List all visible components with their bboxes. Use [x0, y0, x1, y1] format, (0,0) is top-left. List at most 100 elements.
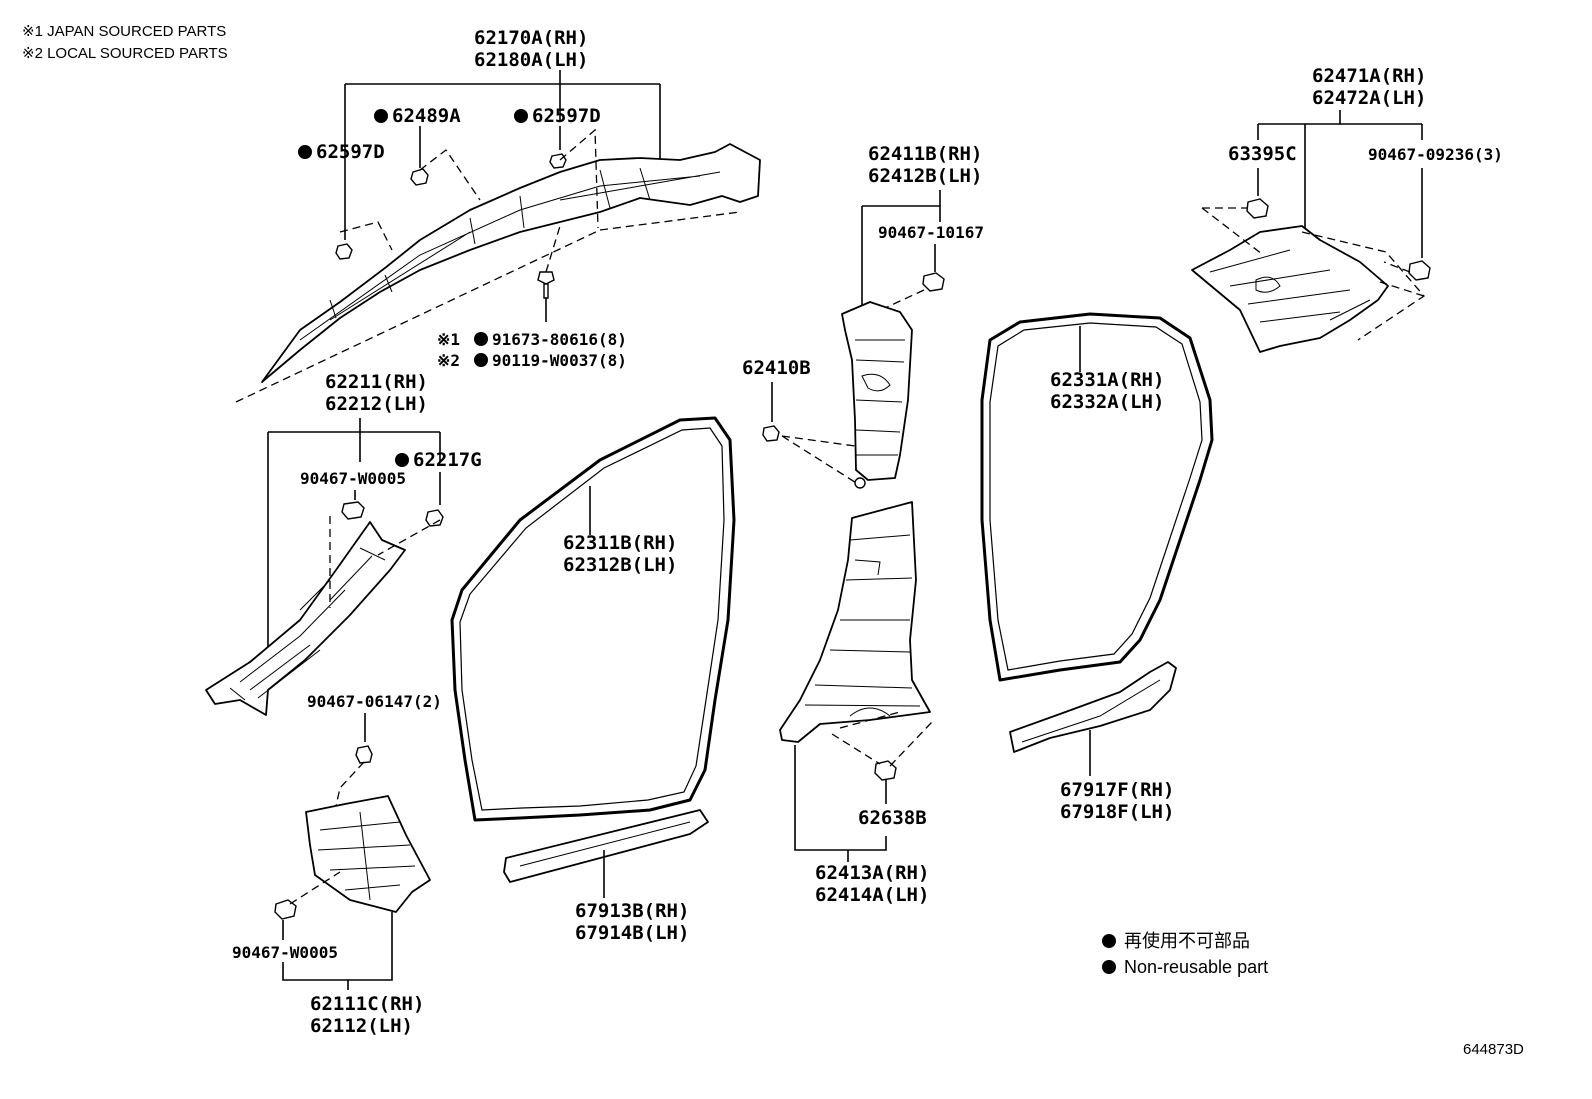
label-clip-62410b[interactable]: 62410B — [742, 357, 811, 379]
clip-62489a-icon — [410, 168, 429, 186]
label-rear-scuff-rh[interactable]: 67917F(RH) — [1060, 779, 1174, 801]
note-japan-sourced: ※1 JAPAN SOURCED PARTS — [22, 23, 226, 40]
b-pillar-upper-group: 62411B(RH) 62412B(LH) 90467-10167 62410B — [742, 143, 984, 489]
rear-scuff-group: 67917F(RH) 67918F(LH) — [1009, 661, 1177, 823]
b-lower-dashed-guides — [831, 711, 933, 767]
label-rear-scuff-lh[interactable]: 67918F(LH) — [1060, 801, 1174, 823]
label-clip-10167[interactable]: 90467-10167 — [878, 223, 984, 242]
roof-rail-dashed-guides — [235, 128, 741, 403]
rear-scuff-detail — [1021, 679, 1161, 743]
label-clip-62638b[interactable]: 62638B — [858, 807, 927, 829]
label-b-upper-rh[interactable]: 62411B(RH) — [868, 143, 982, 165]
label-roof-side-lh[interactable]: 62180A(LH) — [474, 49, 588, 71]
non-reusable-dot — [374, 109, 388, 123]
clip-63395c-icon — [1246, 198, 1269, 219]
label-clip-09236[interactable]: 90467-09236(3) — [1368, 145, 1503, 164]
leader-quarter — [1257, 110, 1423, 232]
label-b-lower-rh[interactable]: 62413A(RH) — [815, 862, 929, 884]
roof-side-rail-group: 62170A(RH) 62180A(LH) 62489A 62597D 6259… — [235, 27, 761, 403]
label-clip-62217g[interactable]: 62217G — [413, 449, 482, 471]
label-screw-1-prefix: ※1 — [437, 330, 460, 349]
label-clip-w0005-a[interactable]: 90467-W0005 — [300, 469, 406, 488]
a-pillar-detail — [229, 547, 386, 701]
leader-b-upper — [861, 190, 941, 310]
cowl-dashed-guide — [335, 761, 365, 807]
a-pillar-garnish — [205, 521, 406, 716]
leader-b-lower — [794, 745, 887, 862]
front-door-weatherstrip-inner — [459, 427, 725, 811]
label-front-seal-rh[interactable]: 62311B(RH) — [563, 532, 677, 554]
a-pillar-group: 62211(RH) 62212(LH) 62217G 90467-W0005 — [205, 371, 482, 716]
label-quarter-rh[interactable]: 62471A(RH) — [1312, 65, 1426, 87]
front-scuff-group: 67913B(RH) 67914B(LH) — [503, 809, 709, 944]
label-front-seal-lh[interactable]: 62312B(LH) — [563, 554, 677, 576]
non-reusable-dot — [474, 332, 488, 346]
b-pillar-upper-detail — [855, 339, 905, 456]
label-clip-w0005-b[interactable]: 90467-W0005 — [232, 943, 338, 962]
label-clip-62489a[interactable]: 62489A — [392, 105, 461, 127]
label-rear-seal-lh[interactable]: 62332A(LH) — [1050, 391, 1164, 413]
cowl-clip-guide — [289, 871, 341, 905]
leader-a-pillar-clips — [354, 472, 441, 505]
fastener-hole-icon — [854, 477, 866, 489]
front-scuff-plate — [503, 809, 709, 883]
b-upper-dashed-guides — [781, 435, 859, 485]
non-reusable-dot — [514, 109, 528, 123]
label-rear-seal-rh[interactable]: 62331A(RH) — [1050, 369, 1164, 391]
clip-w0005-icon — [274, 899, 297, 920]
label-cowl-lh[interactable]: 62112(LH) — [310, 1015, 413, 1037]
diagram-code: 644873D — [1463, 1041, 1524, 1058]
label-roof-side-rh[interactable]: 62170A(RH) — [474, 27, 588, 49]
front-door-weatherstrip — [450, 416, 736, 822]
label-b-upper-lh[interactable]: 62412B(LH) — [868, 165, 982, 187]
label-clip-62597d-a[interactable]: 62597D — [316, 141, 385, 163]
cowl-side-detail — [317, 811, 416, 901]
non-reusable-dot — [298, 145, 312, 159]
label-a-pillar-rh[interactable]: 62211(RH) — [325, 371, 428, 393]
label-quarter-lh[interactable]: 62472A(LH) — [1312, 87, 1426, 109]
legend-text-jp: 再使用不可部品 — [1124, 931, 1250, 951]
quarter-trim-detail — [1209, 249, 1371, 323]
b-upper-clip-guide — [884, 289, 925, 309]
screw-icon — [537, 271, 555, 299]
non-reusable-dot — [474, 353, 488, 367]
roof-side-rail — [261, 143, 761, 383]
legend: 再使用不可部品 Non-reusable part — [1102, 931, 1268, 977]
front-seal-group: 62311B(RH) 62312B(LH) — [450, 416, 736, 822]
label-screw-2-prefix: ※2 — [437, 351, 460, 370]
label-a-pillar-lh[interactable]: 62212(LH) — [325, 393, 428, 415]
front-scuff-detail — [519, 821, 691, 867]
b-pillar-lower-group: 62638B 62413A(RH) 62414A(LH) — [779, 501, 933, 906]
label-screw-2[interactable]: 90119-W0037(8) — [492, 351, 627, 370]
legend-dot-jp — [1102, 934, 1116, 948]
non-reusable-dot — [395, 453, 409, 467]
rear-door-weatherstrip-inner — [989, 322, 1203, 671]
label-b-lower-lh[interactable]: 62414A(LH) — [815, 884, 929, 906]
cowl-side-group: 90467-06147(2) 90467-W0005 62111C(RH) 62… — [232, 692, 442, 1037]
b-pillar-lower-detail — [804, 534, 921, 717]
label-clip-06147[interactable]: 90467-06147(2) — [307, 692, 442, 711]
clip-06147-icon — [355, 745, 373, 764]
label-front-scuff-rh[interactable]: 67913B(RH) — [575, 900, 689, 922]
quarter-trim-panel — [1191, 225, 1389, 353]
clip-62410b-icon — [762, 425, 780, 442]
legend-text-en: Non-reusable part — [1124, 957, 1268, 977]
rear-door-weatherstrip — [980, 312, 1214, 682]
clip-62217g-icon — [425, 509, 444, 527]
label-clip-62597d-b[interactable]: 62597D — [532, 105, 601, 127]
label-screw-1[interactable]: 91673-80616(8) — [492, 330, 627, 349]
note-local-sourced: ※2 LOCAL SOURCED PARTS — [22, 45, 228, 62]
legend-dot-en — [1102, 960, 1116, 974]
b-pillar-lower-garnish — [779, 501, 931, 743]
rear-scuff-plate — [1009, 661, 1177, 753]
label-clip-63395c[interactable]: 63395C — [1228, 143, 1297, 165]
label-front-scuff-lh[interactable]: 67914B(LH) — [575, 922, 689, 944]
leader-a-pillar — [267, 418, 441, 650]
leader-roof-side — [344, 70, 661, 240]
rear-seal-group: 62331A(RH) 62332A(LH) — [980, 312, 1214, 682]
clip-w0005-icon — [341, 501, 365, 520]
roof-side-rail-detail — [299, 167, 721, 341]
label-cowl-rh[interactable]: 62111C(RH) — [310, 993, 424, 1015]
